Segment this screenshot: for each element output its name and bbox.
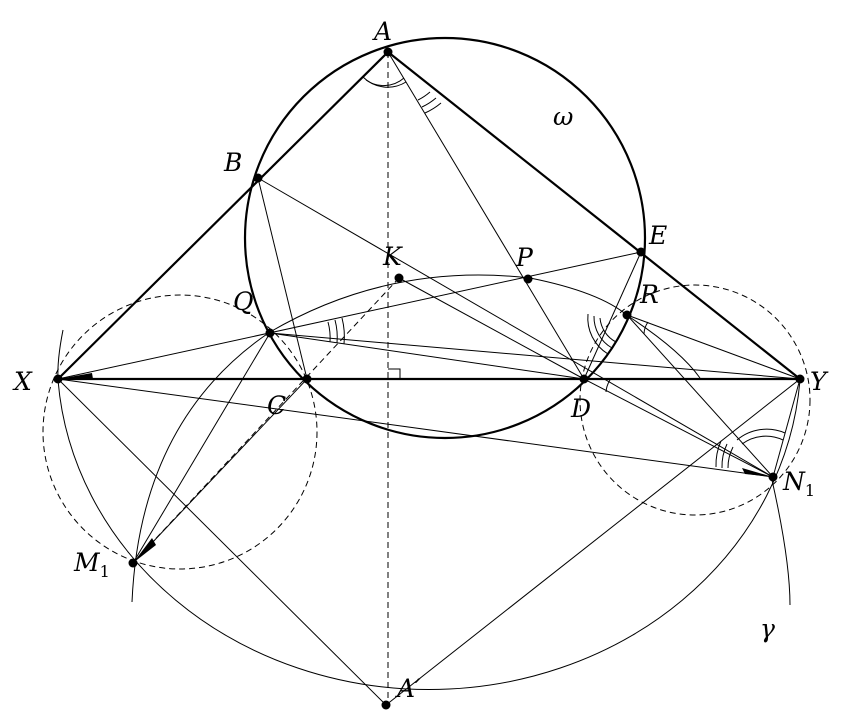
angle-mark-N1-1	[727, 446, 734, 469]
label-Q: Q	[233, 287, 254, 316]
circle-omega	[243, 36, 647, 440]
angle-mark-N1-3	[715, 440, 722, 468]
line-BC	[257, 177, 308, 380]
arc-through-K	[131, 274, 701, 603]
label-M1-sub: 1	[100, 562, 110, 581]
wedge-mark-M1	[133, 538, 156, 563]
label-M1-main: M	[73, 548, 101, 577]
line-XA-prime	[57, 378, 387, 706]
right-angle-mark	[388, 368, 401, 379]
point-D	[579, 374, 589, 384]
line-AD	[387, 51, 585, 380]
label-B: B	[223, 148, 242, 177]
label-omega: ω	[553, 102, 573, 131]
point-A-prime	[381, 700, 391, 710]
line-XA	[57, 51, 389, 380]
line-XE	[57, 251, 642, 380]
angle-mark-N1-5	[736, 428, 786, 441]
angle-mark-Q-3	[341, 317, 345, 345]
line-M1C	[132, 378, 308, 564]
point-R	[622, 310, 632, 320]
label-P: P	[515, 243, 534, 272]
angle-mark-A-2	[365, 77, 405, 87]
line-YN1	[772, 378, 801, 478]
line-AY	[387, 51, 801, 380]
label-R: R	[639, 280, 659, 309]
label-N1-main: N	[782, 467, 806, 496]
angle-mark-N1-2	[721, 443, 728, 469]
point-A	[383, 47, 393, 57]
line-RN1	[626, 314, 774, 478]
point-C	[302, 374, 312, 384]
line-QY	[269, 332, 801, 380]
label-E: E	[648, 221, 667, 250]
angle-mark-Q-2	[334, 319, 338, 344]
arc-gamma-left-end	[57, 329, 64, 381]
line-A-prime-Y	[385, 378, 801, 706]
label-gamma: γ	[760, 614, 775, 643]
line-QD	[269, 332, 585, 380]
label-M1: M1	[73, 548, 110, 581]
label-X: X	[12, 367, 33, 396]
angle-mark-R-1	[599, 317, 617, 343]
line-RY	[626, 314, 801, 380]
label-N1: N1	[782, 467, 815, 500]
angle-mark-R-4	[643, 321, 649, 335]
angle-mark-N1-4	[741, 435, 784, 445]
wedge-mark-X	[58, 373, 93, 379]
angle-mark-A-4	[421, 97, 437, 108]
point-Q	[265, 328, 275, 338]
point-X	[53, 374, 63, 384]
wedge-mark-N1	[742, 468, 773, 477]
line-KD	[398, 277, 585, 380]
label-A-prime: A′	[395, 674, 421, 703]
label-K: K	[382, 242, 403, 271]
arc-gamma-right-end	[771, 479, 791, 606]
line-XN1	[57, 378, 774, 478]
arc-gamma-bottom	[57, 379, 801, 691]
line-QM1	[132, 332, 271, 564]
point-P	[523, 274, 533, 284]
point-B	[253, 173, 263, 183]
line-DN1	[583, 378, 774, 478]
label-N1-sub: 1	[805, 481, 815, 500]
label-Y: Y	[810, 367, 829, 396]
label-D: D	[570, 394, 591, 423]
point-N1	[768, 472, 778, 482]
angle-mark-R-3	[587, 313, 609, 355]
angle-mark-A-5	[424, 102, 442, 114]
label-A: A	[372, 17, 392, 46]
point-M1	[128, 558, 138, 568]
line-DE	[583, 251, 642, 380]
dashed-circle-left	[42, 294, 318, 570]
angle-mark-R-2	[593, 315, 613, 349]
line-BN1	[257, 177, 774, 478]
angle-mark-Q-1	[327, 321, 331, 343]
dashed-circle-right	[579, 284, 811, 516]
angle-mark-D	[605, 379, 611, 393]
point-K	[394, 273, 404, 283]
point-Y	[795, 374, 805, 384]
point-E	[636, 247, 646, 257]
label-C: C	[267, 391, 286, 420]
angle-mark-A-3	[417, 91, 431, 101]
